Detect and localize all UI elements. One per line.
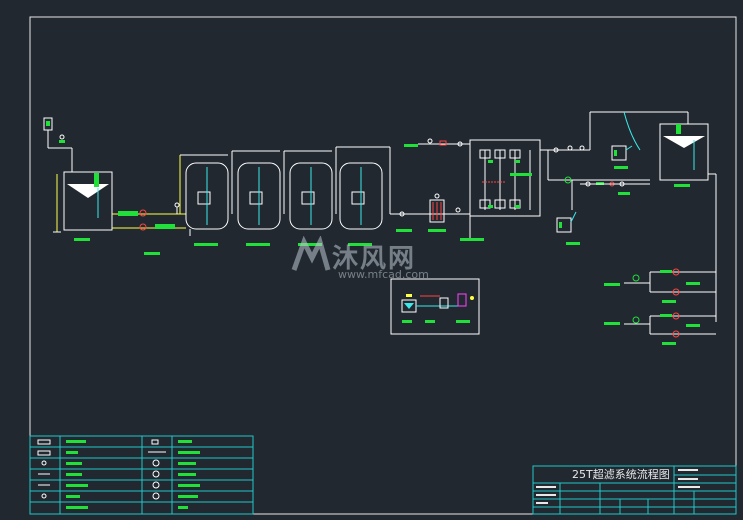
drawing-title: 25T超滤系统流程图 bbox=[572, 467, 670, 481]
watermark-text: 沐风网 bbox=[332, 244, 417, 274]
title-block: 25T超滤系统流程图 bbox=[532, 465, 737, 515]
security-filter bbox=[428, 193, 446, 232]
filter-vessel-1 bbox=[179, 154, 229, 246]
inlet-line bbox=[404, 138, 470, 147]
detail-inset-box bbox=[390, 278, 480, 335]
product-water-tank bbox=[659, 123, 717, 322]
main-pipe bbox=[384, 146, 470, 232]
uf-module-rack bbox=[460, 139, 541, 241]
product-line bbox=[540, 111, 689, 181]
filter-vessel-2 bbox=[231, 150, 281, 246]
filter-vessel-4 bbox=[335, 146, 384, 246]
watermark-logo-icon bbox=[291, 235, 331, 271]
backwash-line bbox=[580, 181, 650, 195]
dosing-tank bbox=[43, 117, 73, 172]
legend-table bbox=[29, 435, 254, 515]
watermark: 沐风网 www.mfcad.com bbox=[290, 235, 450, 286]
pump-group-2 bbox=[604, 312, 716, 345]
feed-pumps bbox=[112, 202, 186, 255]
filter-vessel-3 bbox=[283, 150, 333, 246]
pump-group-1 bbox=[604, 268, 716, 303]
watermark-url: www.mfcad.com bbox=[338, 268, 429, 281]
drawing-frame bbox=[29, 16, 737, 515]
chemical-tank-1 bbox=[611, 145, 633, 169]
raw-water-tank bbox=[53, 171, 113, 241]
chemical-tank-2 bbox=[556, 176, 580, 245]
